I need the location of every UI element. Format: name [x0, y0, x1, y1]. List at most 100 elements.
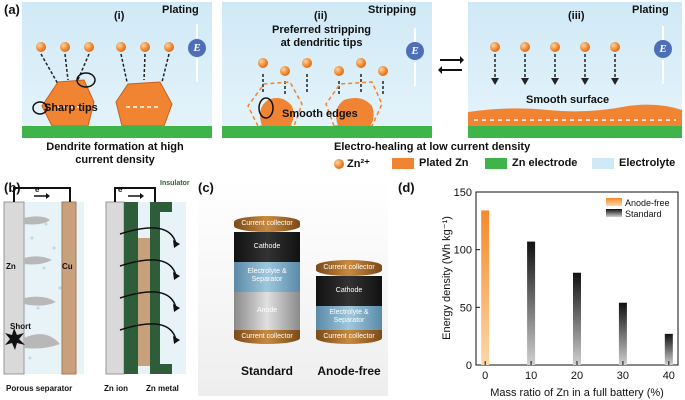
panel-a-iii-numeral: (iii): [568, 10, 585, 22]
dendrite-drawing: [32, 53, 173, 127]
panel-b-label: (b): [4, 180, 21, 195]
field-arrow-icon: [196, 58, 198, 82]
zn-metal-label: Zn metal: [146, 384, 179, 393]
y-axis-label: Energy density (Wh kg⁻¹): [441, 216, 453, 340]
panel-a-i-mode: Plating: [162, 4, 199, 16]
y-tick-label: 50: [460, 302, 472, 314]
dendrite-caption: Dendrite formation at high current densi…: [46, 141, 184, 166]
zn-ion-icon: [550, 42, 560, 52]
anode-free-current-collector-bottom: [316, 330, 382, 344]
anode-free-layer-label: Current collector: [323, 264, 375, 271]
legend-anode-free-swatch: [606, 198, 622, 206]
panel-c: (c) Current collector Cathode Electrolyt…: [198, 180, 388, 396]
electric-field-icon: E: [188, 39, 206, 57]
panel-a-iii-box: (iii) Plating E Smooth surface: [468, 2, 682, 138]
panel-a-ii-mode: Stripping: [368, 4, 417, 16]
bar-standard-40: [664, 333, 673, 365]
short-label: Short: [10, 322, 31, 331]
electron-label-left: e⁻: [35, 185, 44, 194]
standard-cell-title: Standard: [240, 364, 293, 378]
anode-free-layer-label: Current collector: [323, 333, 375, 340]
smooth-surface-callout: Smooth surface: [526, 94, 610, 106]
cell-schematics: [3, 187, 186, 375]
standard-layer-label: Current collector: [241, 220, 293, 227]
zn-ion-icon: [490, 42, 500, 52]
smooth-plating-drawing: [468, 54, 682, 126]
legend-standard-label: Standard: [625, 209, 662, 219]
zn-ion-icon: [520, 42, 530, 52]
zn-ion-icon: [258, 58, 268, 68]
cu-electrode-label: Cu: [62, 262, 73, 271]
panel-c-label: (c): [198, 180, 214, 195]
standard-current-collector-bottom: [234, 330, 300, 344]
zn-ion-icon: [60, 42, 70, 52]
legend-electrolyte-swatch: [592, 158, 614, 169]
zn-ion-icon: [116, 42, 126, 52]
legend-zn-ion-icon: [334, 159, 344, 169]
zn-ion-icon: [280, 66, 290, 76]
zn-electrode-label: Zn: [6, 262, 16, 271]
zn-electrode: [222, 126, 432, 138]
standard-cell: Current collector Cathode Electrolyte & …: [234, 216, 300, 344]
panel-a-i-box: (i) Plating E Sharp tips: [22, 2, 212, 138]
porous-separator-label: Porous separator: [6, 384, 73, 393]
x-tick-label: 20: [571, 370, 583, 382]
standard-layer-label: Current collector: [241, 333, 293, 340]
zn-ion-icon: [356, 58, 366, 68]
legend-standard-swatch: [606, 209, 622, 217]
standard-layer-label: Anode: [256, 307, 278, 314]
legend-electrolyte-label: Electrolyte: [619, 157, 676, 169]
panel-a-iii-mode: Plating: [632, 4, 669, 16]
bar-standard-30: [618, 302, 627, 365]
legend-plated-zn-label: Plated Zn: [419, 157, 469, 169]
zn-ion-label: Zn ion: [104, 384, 128, 393]
bar-standard-10: [527, 241, 536, 365]
preferred-stripping-callout: Preferred stripping at dendritic tips: [272, 24, 372, 49]
anode-free-cathode: [316, 276, 382, 306]
standard-electrolyte: [234, 262, 300, 292]
zn-ion-icon: [302, 58, 312, 68]
standard-layer-label: Electrolyte & Separator: [247, 268, 287, 283]
legend-zn-electrode-swatch: [485, 158, 507, 169]
y-tick-label: 100: [454, 245, 472, 257]
zn-ion-icon: [140, 42, 150, 52]
x-tick-label: 40: [663, 370, 675, 382]
anode-free-current-collector-top: [316, 260, 382, 276]
zn-ion-icon: [84, 42, 94, 52]
insulator-label: Insulator: [160, 180, 190, 187]
zn-ion-icon: [36, 42, 46, 52]
zn-electrode: [468, 126, 682, 138]
sharp-tips-callout: Sharp tips: [44, 102, 98, 114]
zn-ion-icon: [610, 42, 620, 52]
anode-free-layer-label: Electrolyte & Separator: [329, 309, 369, 324]
standard-cathode: [234, 232, 300, 262]
anode-free-electrolyte: [316, 306, 382, 330]
x-axis-label: Mass ratio of Zn in a full battery (%): [490, 387, 664, 399]
field-arrow-icon: [196, 24, 198, 38]
y-tick-label: 0: [466, 360, 472, 372]
anode-free-cell: Current collector Cathode Electrolyte & …: [316, 260, 382, 344]
panel-a-ii-numeral: (ii): [314, 10, 328, 22]
field-arrow-icon: [662, 26, 664, 40]
reversible-arrows-icon: [438, 56, 464, 74]
electric-field-icon: E: [654, 40, 672, 58]
legend-zn-ion-label: Zn²⁺: [347, 158, 370, 170]
field-arrow-icon: [414, 28, 416, 42]
bar-standard-20: [573, 272, 581, 365]
electric-field-icon: E: [406, 42, 424, 60]
zn-ion-icon: [334, 66, 344, 76]
stripping-drawing: [247, 72, 384, 127]
zn-ion-icon: [580, 42, 590, 52]
standard-current-collector-top: [234, 216, 300, 232]
standard-layer-label: Cathode: [253, 243, 281, 250]
zn-ion-icon: [164, 42, 174, 52]
panel-a-i-numeral: (i): [114, 10, 125, 22]
legend-anode-free-label: Anode-free: [625, 198, 670, 208]
field-arrow-icon: [414, 62, 416, 86]
field-arrow-icon: [662, 60, 664, 84]
zn-electrode: [22, 126, 212, 138]
panel-d-label: (d): [398, 180, 415, 195]
legend-plated-zn-swatch: [392, 158, 414, 169]
x-tick-label: 10: [525, 370, 537, 382]
